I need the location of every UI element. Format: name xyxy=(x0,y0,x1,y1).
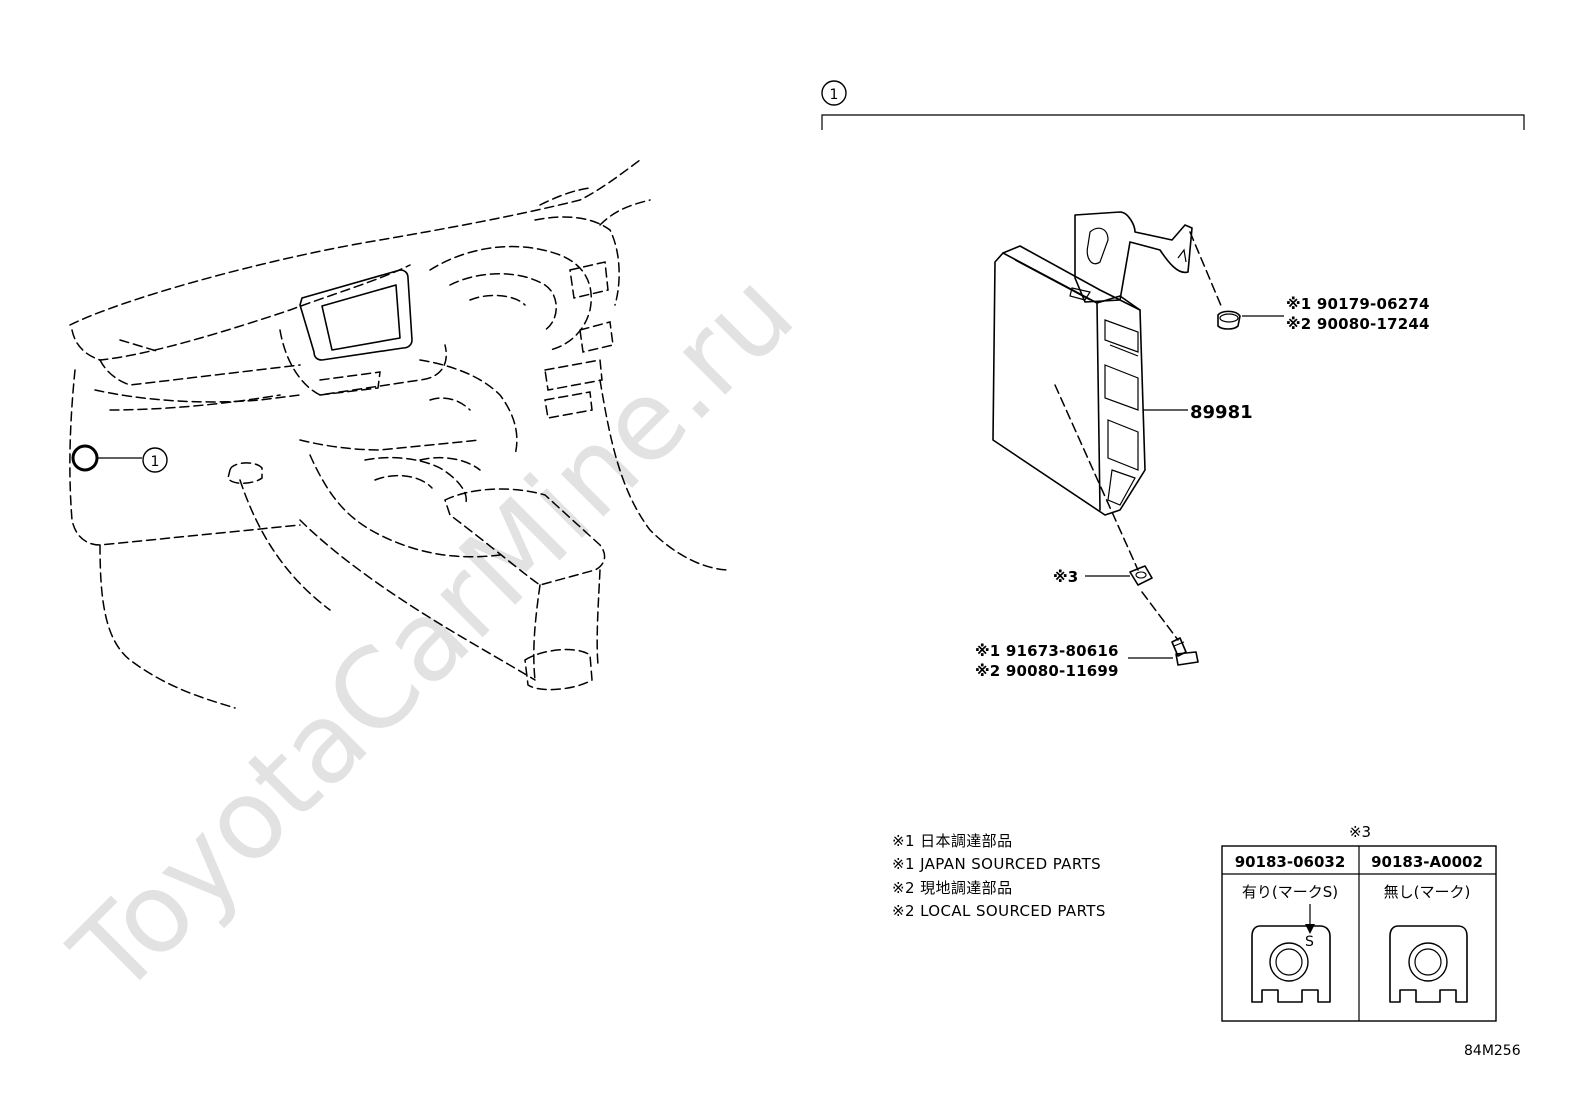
nut-reference-mark: ※3 xyxy=(1053,568,1078,586)
callout-circle-top xyxy=(821,80,847,106)
variant-table: ※3 90183-06032 90183-A0002 有り(マークS) 無し(マ… xyxy=(1221,823,1497,1022)
assembly-bracket: 1 xyxy=(821,80,1525,130)
variant-description-1: 有り(マークS) xyxy=(1242,883,1338,901)
variant-part-number-1: 90183-06032 xyxy=(1235,853,1346,871)
bolt-part-number-2: ※2 90080-11699 xyxy=(975,662,1119,680)
variant-table-title: ※3 xyxy=(1349,823,1371,841)
clip-nut-icon xyxy=(1217,310,1241,330)
note-2-en: ※2 LOCAL SOURCED PARTS xyxy=(892,902,1106,920)
location-marker-icon xyxy=(71,444,99,472)
bolt-icon xyxy=(1171,637,1199,666)
clip-nut-variant-icon xyxy=(1129,565,1153,586)
bolt-part-number-1: ※1 91673-80616 xyxy=(975,642,1119,660)
nut-without-mark-icon xyxy=(1389,925,1468,1003)
nut-with-mark-icon: S xyxy=(1251,904,1331,1003)
callout-number-top: 1 xyxy=(830,87,839,103)
mark-s-label: S xyxy=(1305,934,1314,950)
clip-part-number-2: ※2 90080-17244 xyxy=(1286,315,1430,333)
callout-number-left: 1 xyxy=(151,454,160,470)
sourcing-notes: ※1 日本調達部品 ※1 JAPAN SOURCED PARTS ※2 現地調達… xyxy=(892,832,1106,920)
note-2-jp: ※2 現地調達部品 xyxy=(892,879,1012,897)
note-1-en: ※1 JAPAN SOURCED PARTS xyxy=(892,855,1101,873)
variant-part-number-2: 90183-A0002 xyxy=(1371,853,1483,871)
clip-part-number-1: ※1 90179-06274 xyxy=(1286,295,1430,313)
variant-description-2: 無し(マーク) xyxy=(1384,883,1471,901)
ecu-module-illustration: 89981 xyxy=(992,211,1253,641)
callout-circle-left xyxy=(142,447,168,473)
note-1-jp: ※1 日本調達部品 xyxy=(892,832,1012,850)
illustration-code: 84M256 xyxy=(1464,1043,1521,1059)
dashboard-illustration: 1 xyxy=(69,159,731,709)
ecu-part-number: 89981 xyxy=(1190,402,1253,423)
watermark: ToyotaCarMine.ru xyxy=(47,248,818,1019)
